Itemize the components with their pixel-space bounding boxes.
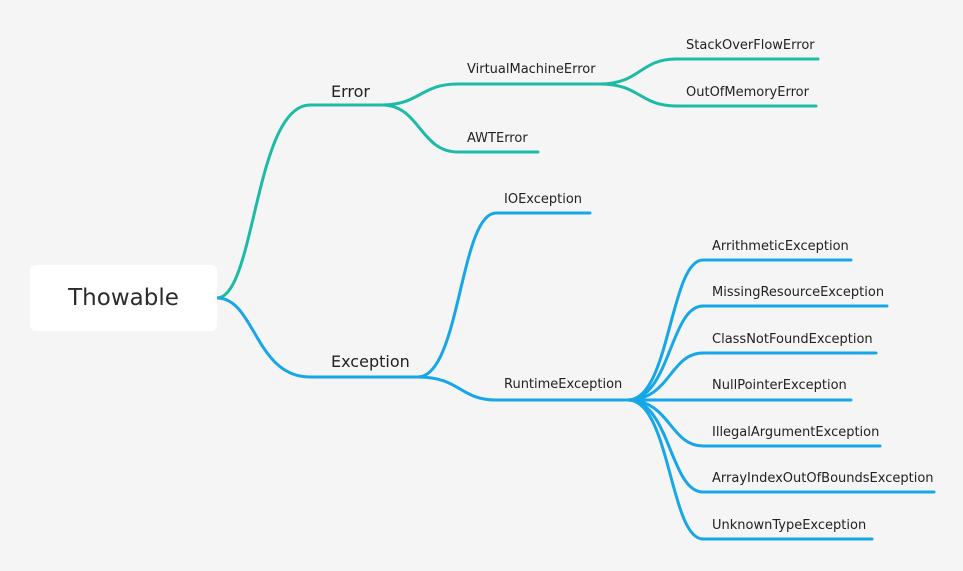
node-awt-error: AWTError [467, 131, 528, 146]
connector-runtime-0 [626, 258, 853, 402]
node-stack-overflow-error: StackOverFlowError [686, 38, 815, 53]
connector-runtime-6 [626, 398, 874, 541]
connector-exception-runtime [416, 375, 630, 402]
connector-exception-io [416, 211, 592, 379]
node-arrithmetic-exception: ArrithmeticException [712, 239, 849, 254]
root-node: Thowable [30, 265, 217, 331]
node-runtime-exception: RuntimeException [504, 377, 623, 392]
root-label: Thowable [68, 285, 179, 311]
node-out-of-memory-error: OutOfMemoryError [686, 85, 809, 100]
node-unknown-type-exception: UnknownTypeException [712, 518, 867, 533]
connector-vme-stackoverflow [598, 57, 820, 86]
node-null-pointer-exception: NullPointerException [712, 378, 847, 393]
node-virtual-machine-error: VirtualMachineError [467, 62, 596, 77]
node-exception: Exception [331, 352, 410, 371]
node-illegal-argument-exception: IllegalArgumentException [712, 425, 880, 440]
node-missing-resource-exception: MissingResourceException [712, 285, 885, 300]
connector-vme-outofmemory [598, 82, 818, 108]
connector-error-vme [380, 82, 602, 107]
connector-root-error [215, 103, 384, 300]
node-io-exception: IOException [504, 192, 583, 207]
node-array-index-out-of-bounds-exception: ArrayIndexOutOfBoundsException [712, 471, 934, 486]
connector-root-exception [215, 296, 420, 379]
connector-runtime-2 [626, 351, 878, 402]
node-error: Error [331, 82, 370, 101]
connector-error-awt [380, 103, 540, 154]
node-class-not-found-exception: ClassNotFoundException [712, 332, 873, 347]
connector-runtime-1 [626, 304, 889, 402]
